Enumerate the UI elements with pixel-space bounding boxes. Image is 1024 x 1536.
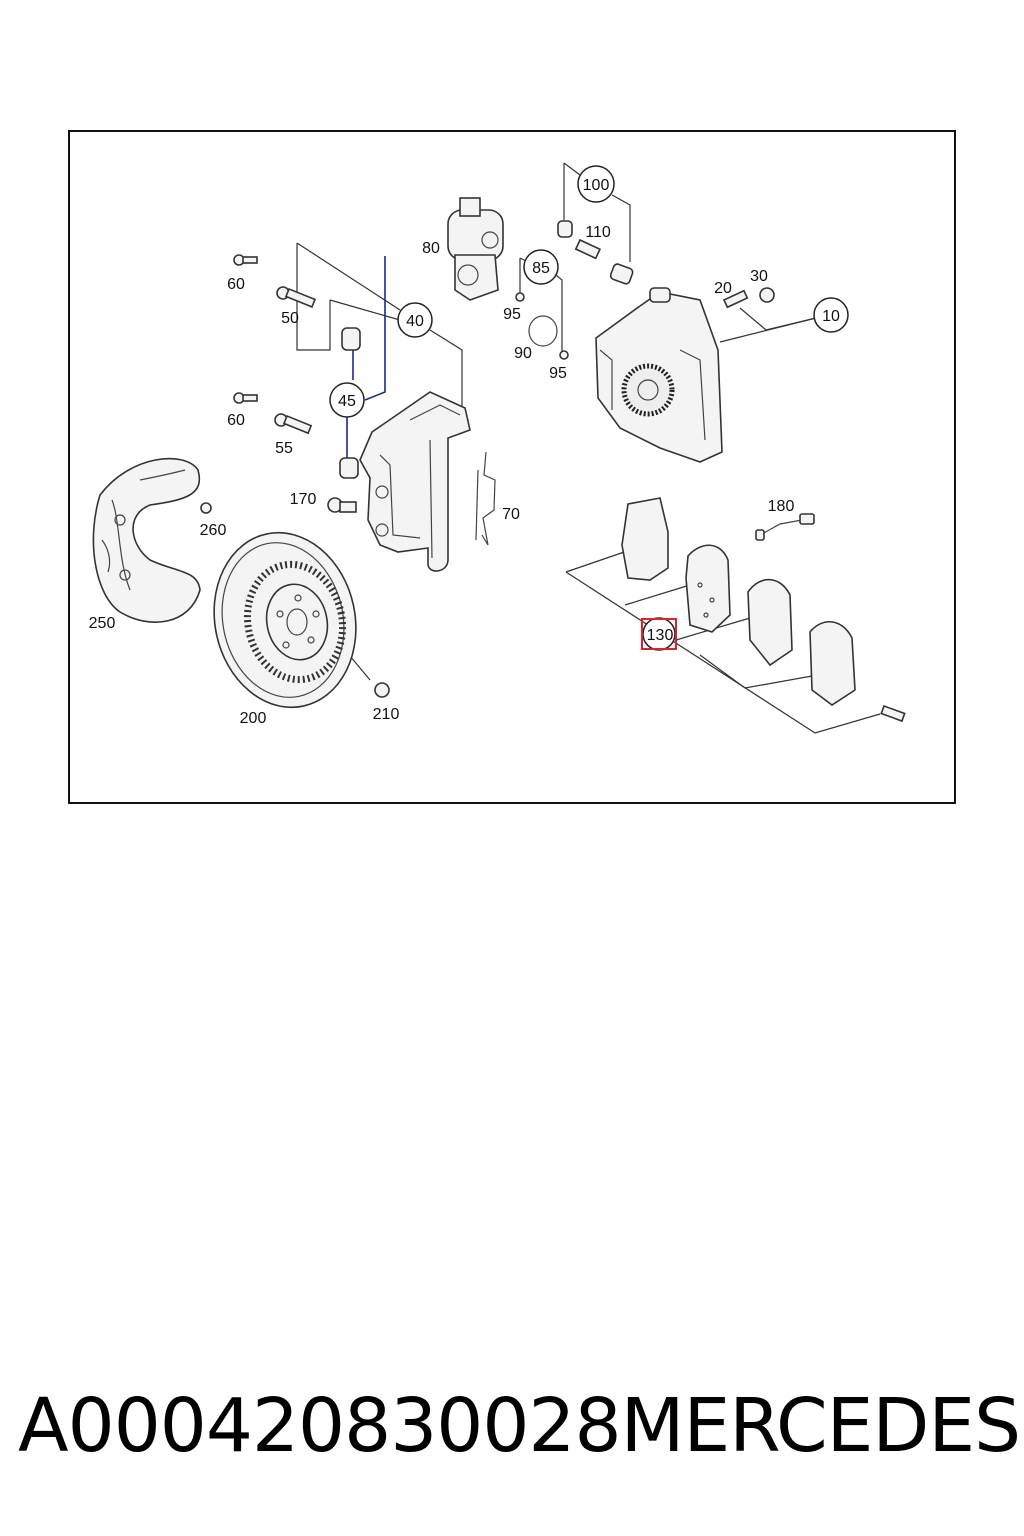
callout-100: 100 [577, 165, 615, 203]
svg-text:45: 45 [338, 393, 356, 410]
caliper-housing-part [595, 287, 723, 463]
label-50: 50 [281, 310, 299, 327]
svg-text:130: 130 [647, 627, 674, 644]
caliper-carrier-part [359, 391, 471, 572]
callout-85: 85 [523, 249, 559, 285]
label-260: 260 [200, 522, 227, 539]
wear-sensor-part [755, 513, 815, 541]
svg-text:85: 85 [532, 260, 550, 277]
svg-text:100: 100 [583, 177, 610, 194]
product-footer: A000420830028 MERCEDES [18, 1376, 1021, 1476]
svg-text:10: 10 [822, 308, 840, 325]
svg-text:40: 40 [406, 313, 424, 330]
label-180: 180 [768, 498, 795, 515]
label-170: 170 [290, 491, 317, 508]
retaining-spring-part [475, 451, 496, 546]
label-110: 110 [585, 224, 611, 241]
bolts-and-fittings [200, 220, 906, 723]
brand-name: MERCEDES [620, 1383, 1021, 1469]
callout-130-highlighted: 130 [641, 617, 677, 651]
label-55: 55 [275, 440, 293, 457]
label-20: 20 [714, 280, 732, 297]
label-70: 70 [502, 506, 520, 523]
label-60-bottom: 60 [227, 412, 245, 429]
brake-pads-part [621, 497, 856, 706]
dust-shield-part [92, 457, 201, 623]
label-60-top: 60 [227, 276, 245, 293]
callout-10: 10 [813, 297, 849, 333]
callout-45: 45 [329, 382, 365, 418]
label-95-bottom: 95 [549, 365, 567, 382]
brake-assembly-diagram: 10 40 45 85 100 130 60 50 60 55 170 260 … [89, 162, 906, 734]
label-90: 90 [514, 345, 532, 362]
diagram-frame [68, 130, 956, 804]
label-250: 250 [89, 615, 116, 632]
label-30: 30 [750, 268, 768, 285]
label-95-top: 95 [503, 306, 521, 323]
label-210: 210 [373, 706, 400, 723]
part-number: A000420830028 [18, 1383, 622, 1469]
label-200: 200 [240, 710, 267, 727]
part-labels: 60 50 60 55 170 260 250 200 210 70 80 95… [89, 224, 795, 727]
label-80: 80 [422, 240, 440, 257]
actuator-motor-part [447, 197, 504, 301]
brake-disc-part [213, 531, 357, 709]
callout-40: 40 [397, 302, 433, 338]
